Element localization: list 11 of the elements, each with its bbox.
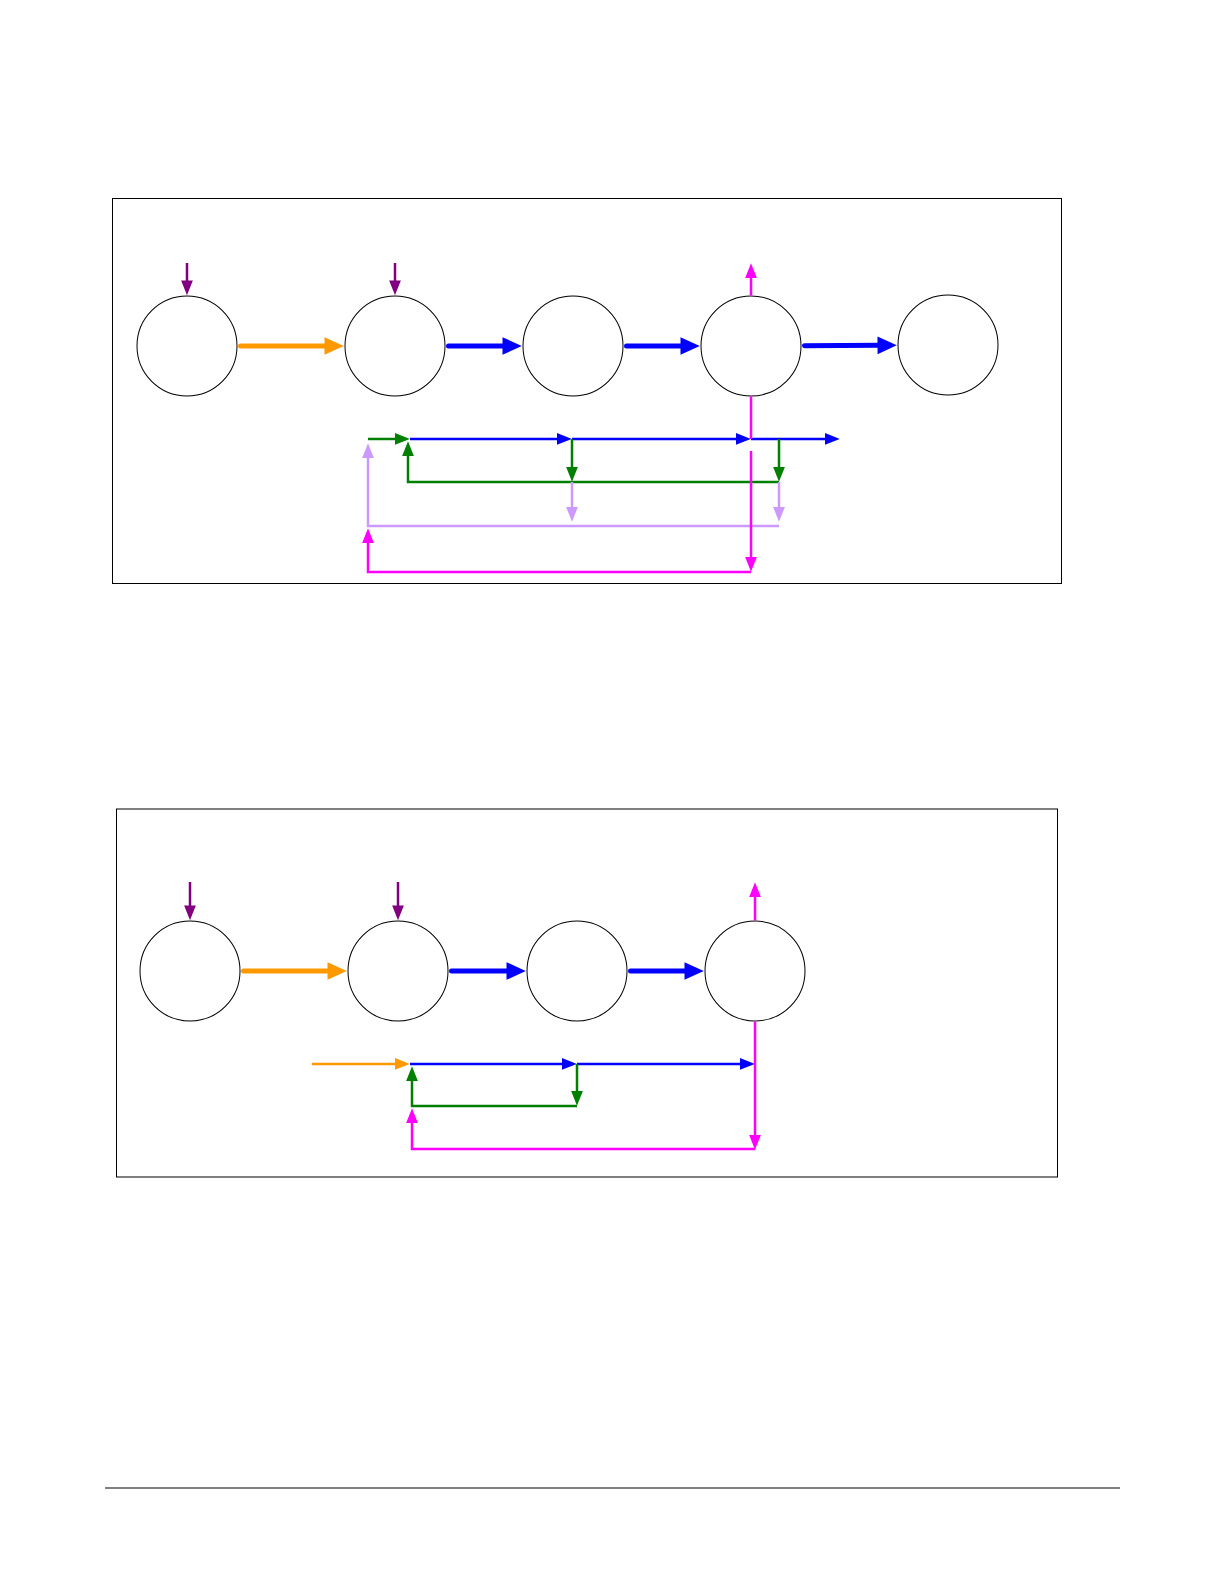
- state-circle: [700, 295, 802, 397]
- state-circle: [522, 295, 624, 397]
- panel-frame: [116, 808, 1058, 1178]
- state-circle: [136, 295, 238, 397]
- state-circle: [704, 920, 806, 1022]
- state-circle: [139, 920, 241, 1022]
- state-circle: [344, 295, 446, 397]
- panel-frame: [112, 198, 1062, 584]
- state-circle: [897, 294, 999, 396]
- state-circle: [347, 920, 449, 1022]
- state-circle: [526, 920, 628, 1022]
